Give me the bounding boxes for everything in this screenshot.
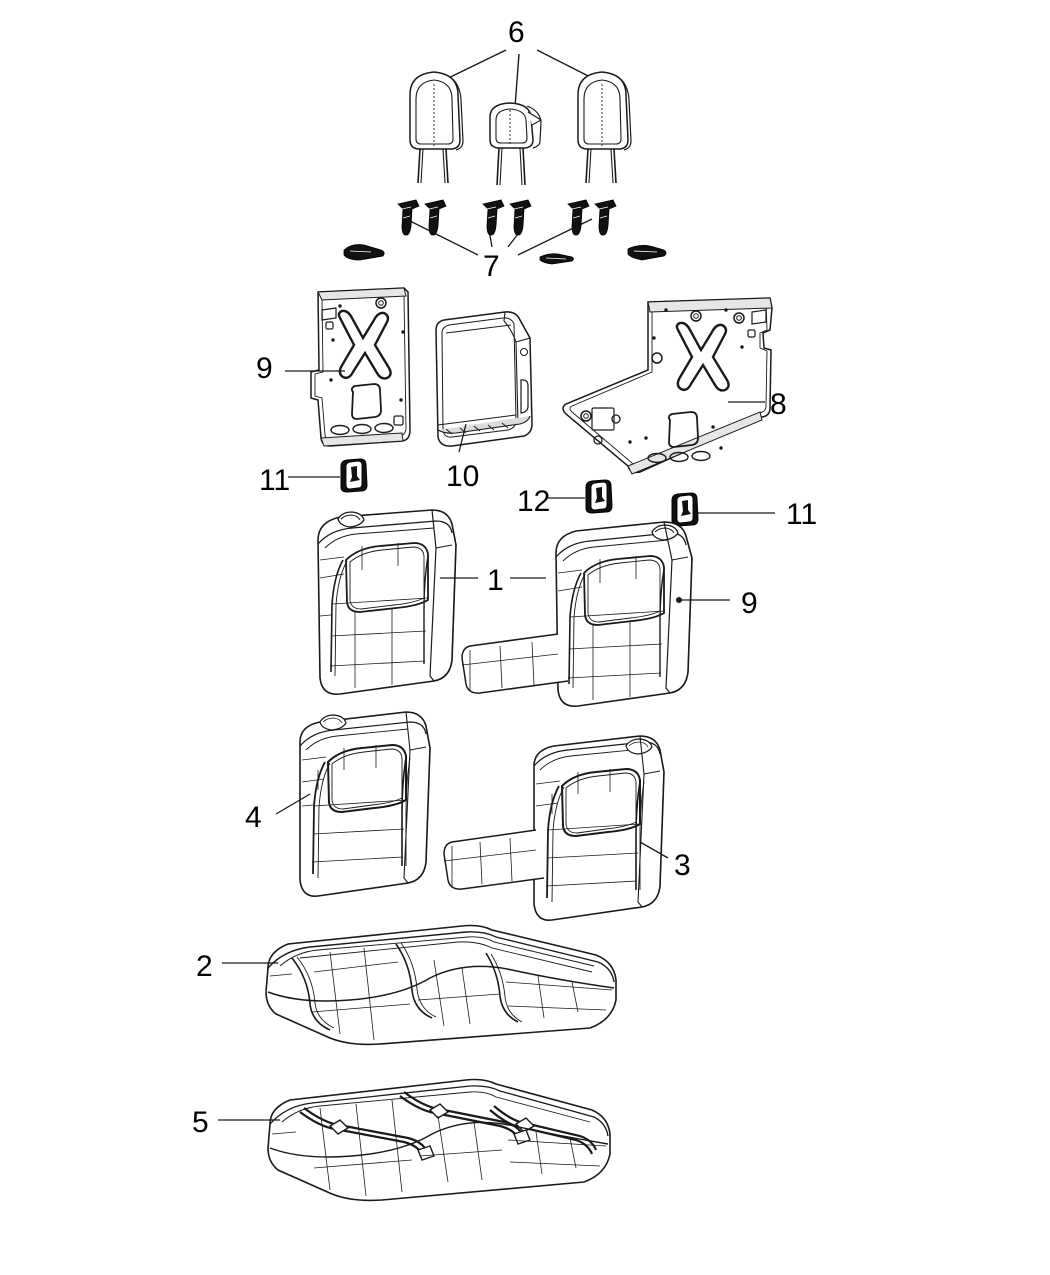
seat-back-cover-left bbox=[317, 509, 457, 695]
callout-9-right: 9 bbox=[741, 587, 758, 620]
callout-5: 5 bbox=[192, 1106, 209, 1139]
trim-cover-pieces bbox=[343, 244, 667, 265]
head-restraint-guide-sleeves bbox=[397, 199, 617, 236]
guide-sleeve bbox=[482, 199, 505, 236]
seat-back-pad-right bbox=[443, 735, 665, 921]
seat-cushion-pad bbox=[267, 1078, 611, 1202]
callout-11-right: 11 bbox=[786, 498, 818, 531]
seat-back-frame-panel-left bbox=[310, 287, 411, 447]
callout-12: 12 bbox=[517, 485, 551, 518]
guide-sleeve bbox=[594, 199, 617, 236]
leader-line-4 bbox=[275, 793, 311, 815]
guide-sleeve bbox=[509, 199, 532, 236]
guide-sleeve bbox=[424, 199, 447, 236]
callout-3: 3 bbox=[674, 849, 691, 882]
leader-line-10 bbox=[458, 423, 467, 453]
head-restraint-center bbox=[489, 102, 543, 186]
leader-line-3 bbox=[639, 841, 669, 859]
callout-9-left: 9 bbox=[256, 352, 273, 385]
callout-4: 4 bbox=[245, 801, 262, 834]
callout-6: 6 bbox=[508, 16, 525, 49]
callout-11-left: 11 bbox=[259, 464, 291, 497]
seat-back-pad-left bbox=[299, 711, 431, 897]
seat-back-frame-panel-right bbox=[562, 297, 773, 475]
callout-1: 1 bbox=[487, 564, 504, 597]
guide-sleeve bbox=[567, 199, 590, 236]
latch-bezel-center bbox=[585, 479, 613, 514]
seat-back-cover-right bbox=[461, 521, 693, 707]
callout-2: 2 bbox=[196, 950, 213, 983]
latch-bezel-left bbox=[340, 458, 368, 493]
seat-cushion-cover bbox=[265, 924, 617, 1046]
center-armrest bbox=[435, 311, 533, 447]
head-restraint-right bbox=[577, 71, 632, 184]
head-restraint-left bbox=[409, 71, 464, 184]
trim-cover bbox=[539, 253, 574, 265]
callout-7: 7 bbox=[483, 250, 500, 283]
latch-bezel-right bbox=[671, 492, 699, 527]
guide-sleeve bbox=[397, 199, 420, 236]
callout-10: 10 bbox=[446, 460, 480, 493]
trim-cover bbox=[627, 245, 667, 261]
trim-cover bbox=[343, 244, 385, 261]
callout-8: 8 bbox=[770, 388, 787, 421]
